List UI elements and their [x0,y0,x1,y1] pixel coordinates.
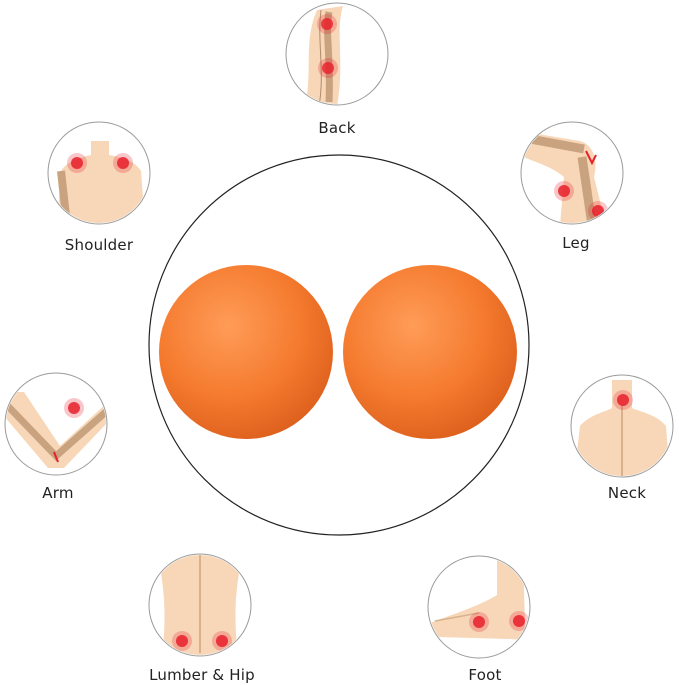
foot-icon [427,555,531,659]
lower-back-icon [148,553,252,657]
massage-ball-right [343,265,517,439]
shoulder-label: Shoulder [64,236,134,254]
foot-label: Foot [468,666,502,684]
arm-icon [4,372,108,476]
massage-balls-image [148,154,530,536]
leg-label: Leg [562,234,590,252]
foot-badge [427,555,531,659]
massage-ball-left [159,265,333,439]
arm-badge [4,372,108,476]
neck-icon [570,374,674,478]
lumber-hip-label: Lumber & Hip [149,666,255,684]
lumber-hip-badge [148,553,252,657]
back-badge [285,2,389,106]
back-label: Back [318,119,356,137]
neck-badge [570,374,674,478]
neck-label: Neck [607,484,647,502]
arm-label: Arm [42,484,74,502]
leg-badge [520,121,624,225]
leg-icon [520,121,624,225]
back-icon [285,2,389,106]
shoulder-badge [47,121,151,225]
shoulder-icon [47,121,151,225]
